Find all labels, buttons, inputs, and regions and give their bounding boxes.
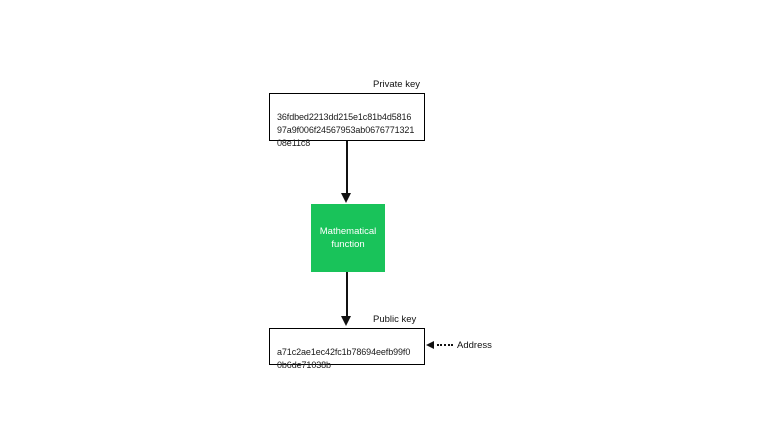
public-key-box: a71c2ae1ec42fc1b78694eefb99f0 0b6de71038…	[269, 328, 425, 370]
private-key-label: Private key	[373, 79, 420, 90]
arrow-left-icon	[426, 341, 434, 349]
address-dotted-line	[437, 344, 453, 346]
public-key-label: Public key	[373, 314, 417, 325]
arrow-down-icon	[341, 316, 351, 326]
arrow-down-icon	[341, 193, 351, 203]
function-to-public-arrow-line	[346, 272, 348, 317]
mathematical-function-label: Mathematical function	[319, 226, 377, 250]
private-to-function-arrow-line	[346, 141, 348, 193]
mathematical-function-box: Mathematical function	[311, 204, 385, 272]
private-key-box: 36fdbed2213dd215e1c81b4d5816 97a9f006f24…	[269, 93, 425, 148]
public-key-value: a71c2ae1ec42fc1b78694eefb99f0 0b6de71038…	[277, 347, 411, 370]
address-label: Address	[457, 340, 492, 351]
private-key-value: 36fdbed2213dd215e1c81b4d5816 97a9f006f24…	[277, 112, 415, 148]
